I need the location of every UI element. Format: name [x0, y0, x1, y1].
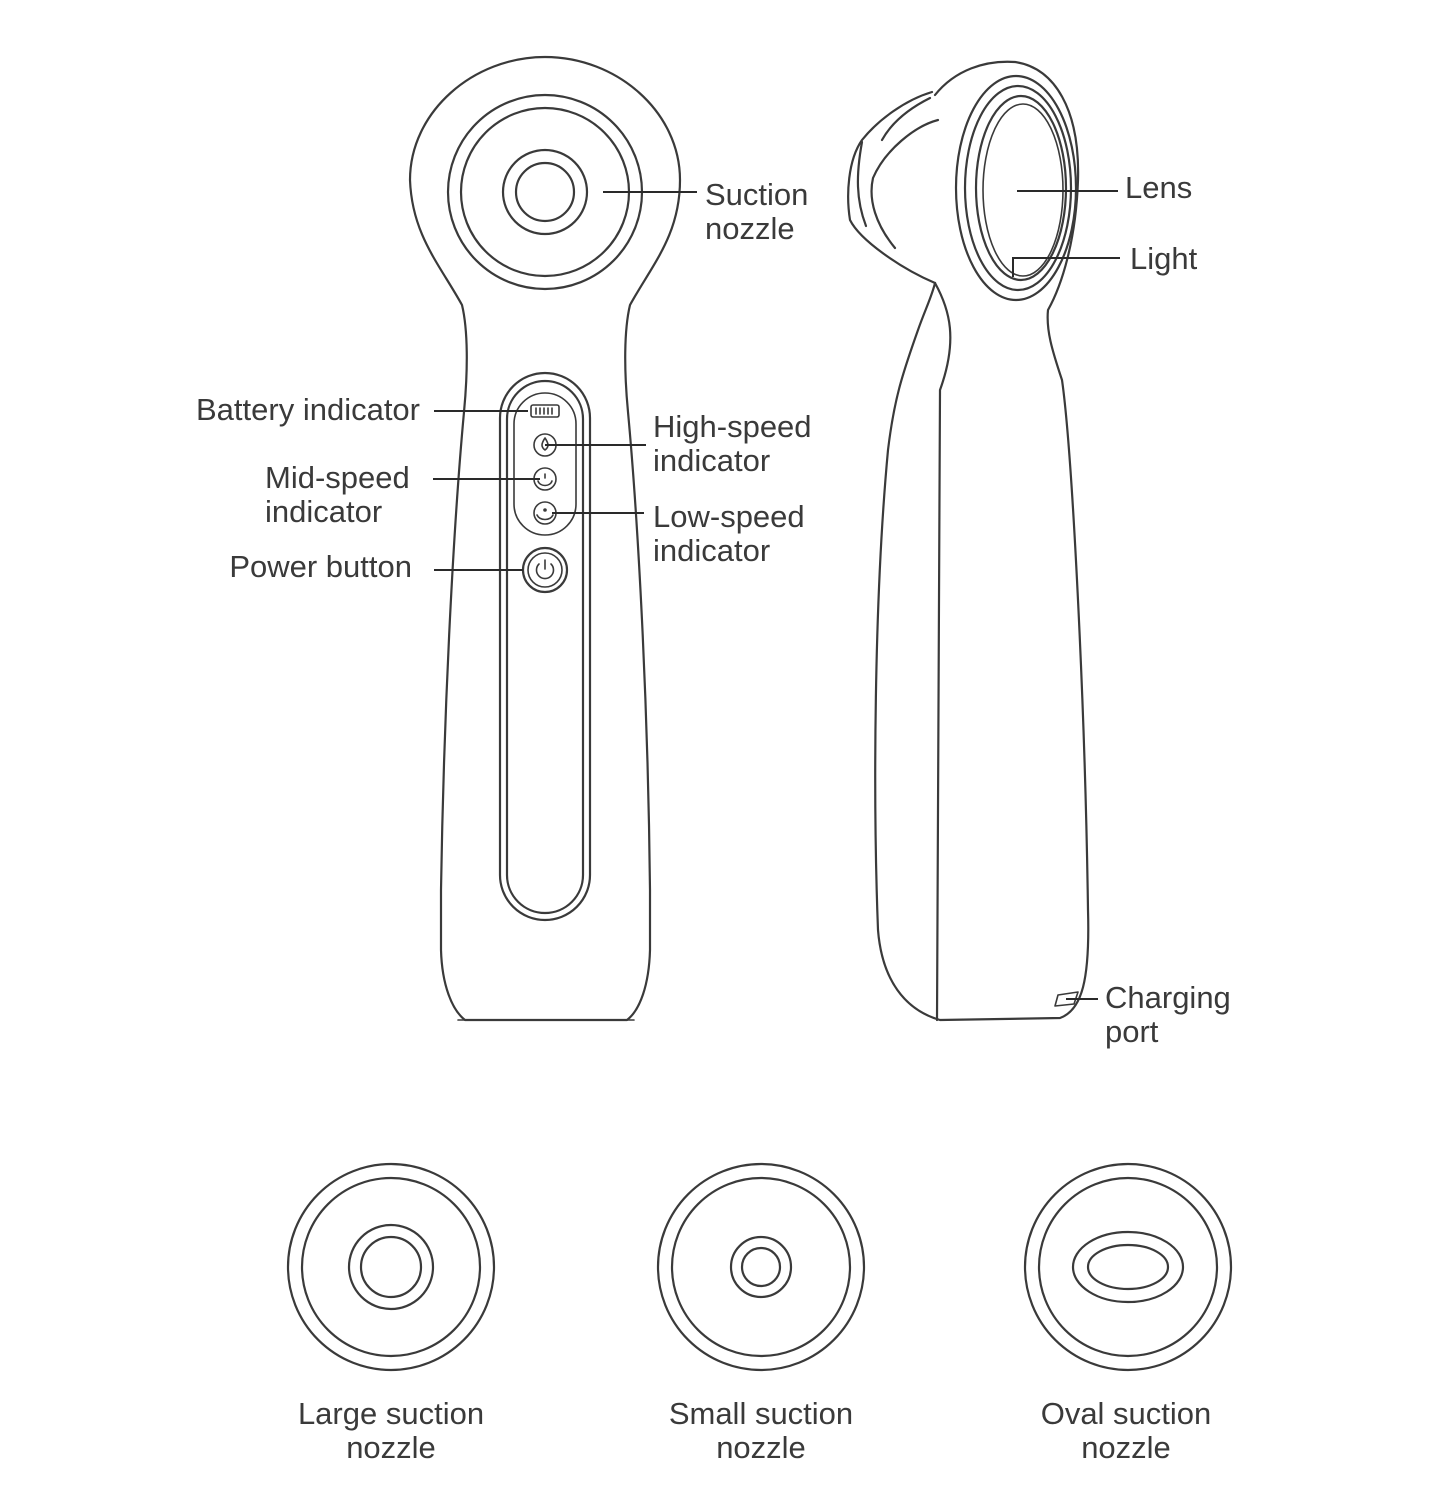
- label-lens: Lens: [1125, 170, 1193, 205]
- label-battery-indicator: Battery indicator: [196, 392, 420, 427]
- lens-ring: [963, 84, 1073, 292]
- label-power-button: Power button: [229, 549, 412, 584]
- lens: [974, 94, 1068, 282]
- label-mid-speed-indicator: Mid-speed indicator: [265, 460, 410, 529]
- oval-suction-nozzle-drawing: [1023, 1162, 1233, 1372]
- label-low-speed-indicator: Low-speed indicator: [653, 499, 805, 568]
- small-suction-nozzle-drawing: [656, 1162, 866, 1372]
- side-suction-nozzle: [847, 90, 940, 285]
- power-button-icon[interactable]: [521, 546, 569, 594]
- control-panel-inner: [505, 379, 585, 915]
- label-suction-nozzle: Suction nozzle: [705, 177, 809, 246]
- suction-nozzle-outer: [501, 148, 589, 236]
- lens-outer-ring: [954, 74, 1078, 302]
- leader-lines: [433, 190, 1120, 1000]
- label-high-speed-indicator: High-speed indicator: [653, 409, 812, 478]
- charging-port-icon: [1054, 991, 1079, 1007]
- side-view-device: [847, 60, 1090, 1022]
- indicator-window: [513, 392, 577, 536]
- control-panel-outer: [498, 371, 592, 922]
- label-charging-port: Charging port: [1105, 980, 1231, 1049]
- large-suction-nozzle-drawing: [286, 1162, 496, 1372]
- battery-icon: [530, 404, 560, 418]
- front-view-device: [408, 55, 682, 1022]
- label-light: Light: [1130, 241, 1198, 276]
- label-large-suction-nozzle: Large suction nozzle: [297, 1396, 485, 1465]
- label-oval-suction-nozzle: Oval suction nozzle: [1040, 1396, 1212, 1465]
- label-small-suction-nozzle: Small suction nozzle: [668, 1396, 854, 1465]
- suction-nozzle-inner: [514, 161, 576, 223]
